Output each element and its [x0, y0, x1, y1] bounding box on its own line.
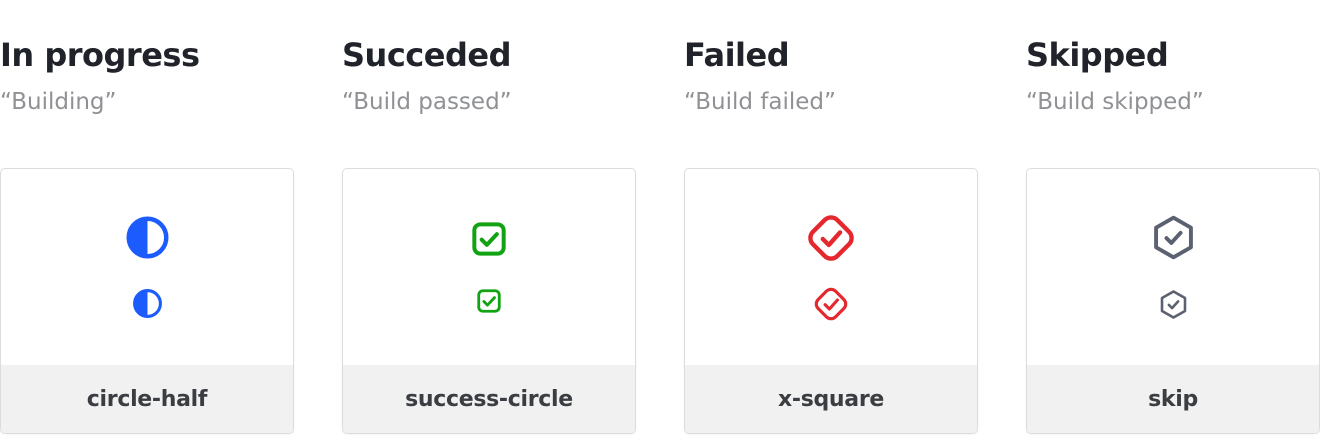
column-title: In progress — [0, 36, 200, 74]
check-hexagon-icon — [1160, 290, 1186, 319]
check-square-icon — [477, 289, 501, 313]
icon-name-label: circle-half — [86, 386, 208, 412]
column-title: Failed — [684, 36, 790, 74]
icon-card-footer: x-square — [685, 365, 977, 433]
icon-card-footer: success-circle — [343, 365, 635, 433]
column-header: Skipped “Build skipped” — [1026, 0, 1320, 168]
icon-card-body — [1, 169, 293, 365]
icon-card-footer: skip — [1027, 365, 1319, 433]
column-failed: Failed “Build failed” x-square — [684, 0, 978, 434]
column-in-progress: In progress “Building” circle-half — [0, 0, 294, 434]
icon-name-label: success-circle — [405, 386, 573, 412]
column-succeded: Succeded “Build passed” success-circle — [342, 0, 636, 434]
column-header: Failed “Build failed” — [684, 0, 978, 168]
column-title: Succeded — [342, 36, 511, 74]
column-subtitle: “Build failed” — [684, 89, 836, 115]
icon-name-label: x-square — [777, 386, 885, 412]
icon-card-body — [685, 169, 977, 365]
icon-card-footer: circle-half — [1, 365, 293, 433]
check-diamond-icon — [814, 287, 848, 321]
column-header: In progress “Building” — [0, 0, 294, 168]
icon-card-x-square: x-square — [684, 168, 978, 434]
circle-half-icon — [126, 216, 168, 259]
circle-half-icon — [132, 289, 162, 318]
check-diamond-icon — [808, 215, 854, 261]
icon-card-body — [1027, 169, 1319, 365]
column-title: Skipped — [1026, 36, 1169, 74]
icon-card-circle-half: circle-half — [0, 168, 294, 434]
icon-card-skip: skip — [1026, 168, 1320, 434]
column-subtitle: “Build skipped” — [1026, 89, 1204, 115]
icon-card-success-circle: success-circle — [342, 168, 636, 434]
check-hexagon-icon — [1153, 215, 1193, 260]
icon-card-body — [343, 169, 635, 365]
column-header: Succeded “Build passed” — [342, 0, 636, 168]
column-subtitle: “Build passed” — [342, 89, 512, 115]
column-skipped: Skipped “Build skipped” skip — [1026, 0, 1320, 434]
check-square-icon — [472, 222, 506, 256]
column-subtitle: “Building” — [0, 89, 117, 115]
icon-name-label: skip — [1148, 386, 1198, 412]
